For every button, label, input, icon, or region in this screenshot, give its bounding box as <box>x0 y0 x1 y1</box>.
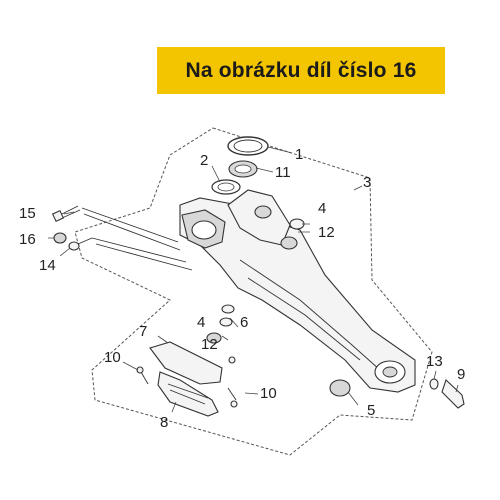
washer-part-14 <box>68 241 80 251</box>
chain-guard-part-7 <box>149 341 223 385</box>
callout-1: 1 <box>295 146 303 163</box>
bushing-part-12-upper <box>280 236 298 250</box>
callout-2: 2 <box>200 152 208 169</box>
callout-15: 15 <box>19 205 36 222</box>
callout-14: 14 <box>39 257 56 274</box>
callout-4-lower: 4 <box>197 314 205 331</box>
callout-13: 13 <box>426 353 443 370</box>
callout-11: 11 <box>275 164 291 181</box>
screw-head-10-a <box>136 366 144 374</box>
washer-part-13 <box>429 378 439 390</box>
callout-12-upper: 12 <box>318 224 335 241</box>
callout-10-left: 10 <box>104 349 121 366</box>
bushing-part-6 <box>221 304 235 314</box>
callout-6: 6 <box>240 314 248 331</box>
callout-16: 16 <box>19 231 36 248</box>
stud-part-14 <box>77 237 93 245</box>
ring-inner <box>217 182 235 192</box>
assembly-boundary <box>74 127 433 456</box>
screw-head-10-c <box>228 356 236 364</box>
washer-part-4-lower <box>219 317 233 327</box>
banner-text: Na obrázku díl číslo 16 <box>185 58 417 82</box>
washer-part-4-upper <box>289 218 305 230</box>
ring-part-2 <box>211 179 241 195</box>
guard-ribs <box>167 383 209 405</box>
callout-12-lower: 12 <box>201 336 218 353</box>
screw-part-10-b <box>227 387 237 401</box>
callout-5: 5 <box>367 402 375 419</box>
callout-4-upper: 4 <box>318 200 326 217</box>
bolt-head-15 <box>51 209 65 223</box>
screw-head-10-b <box>230 400 238 408</box>
callout-8: 8 <box>160 414 168 431</box>
part-number-banner: Na obrázku díl číslo 16 <box>157 47 445 94</box>
bushing-part-5 <box>329 379 351 397</box>
axle-end-inner <box>382 366 398 378</box>
screw-part-10-a <box>140 371 149 385</box>
bushing-part-12-lower <box>206 332 222 344</box>
callout-10-right: 10 <box>260 385 277 402</box>
seal-ring-inner <box>233 139 263 153</box>
tower-boss <box>254 205 272 219</box>
bearing-inner <box>234 164 252 174</box>
swingarm-arm-detail <box>239 259 381 371</box>
bolt-part-9 <box>441 379 465 409</box>
callout-9: 9 <box>457 366 465 383</box>
pivot-bore <box>191 220 217 240</box>
bolt-part-15 <box>61 205 81 219</box>
nut-part-16 <box>53 232 67 244</box>
guard-cover-part-8 <box>157 371 219 417</box>
leader-lines <box>48 146 459 413</box>
callout-7: 7 <box>139 323 147 340</box>
stud-guide-lines <box>81 207 193 271</box>
callout-3: 3 <box>363 174 371 191</box>
